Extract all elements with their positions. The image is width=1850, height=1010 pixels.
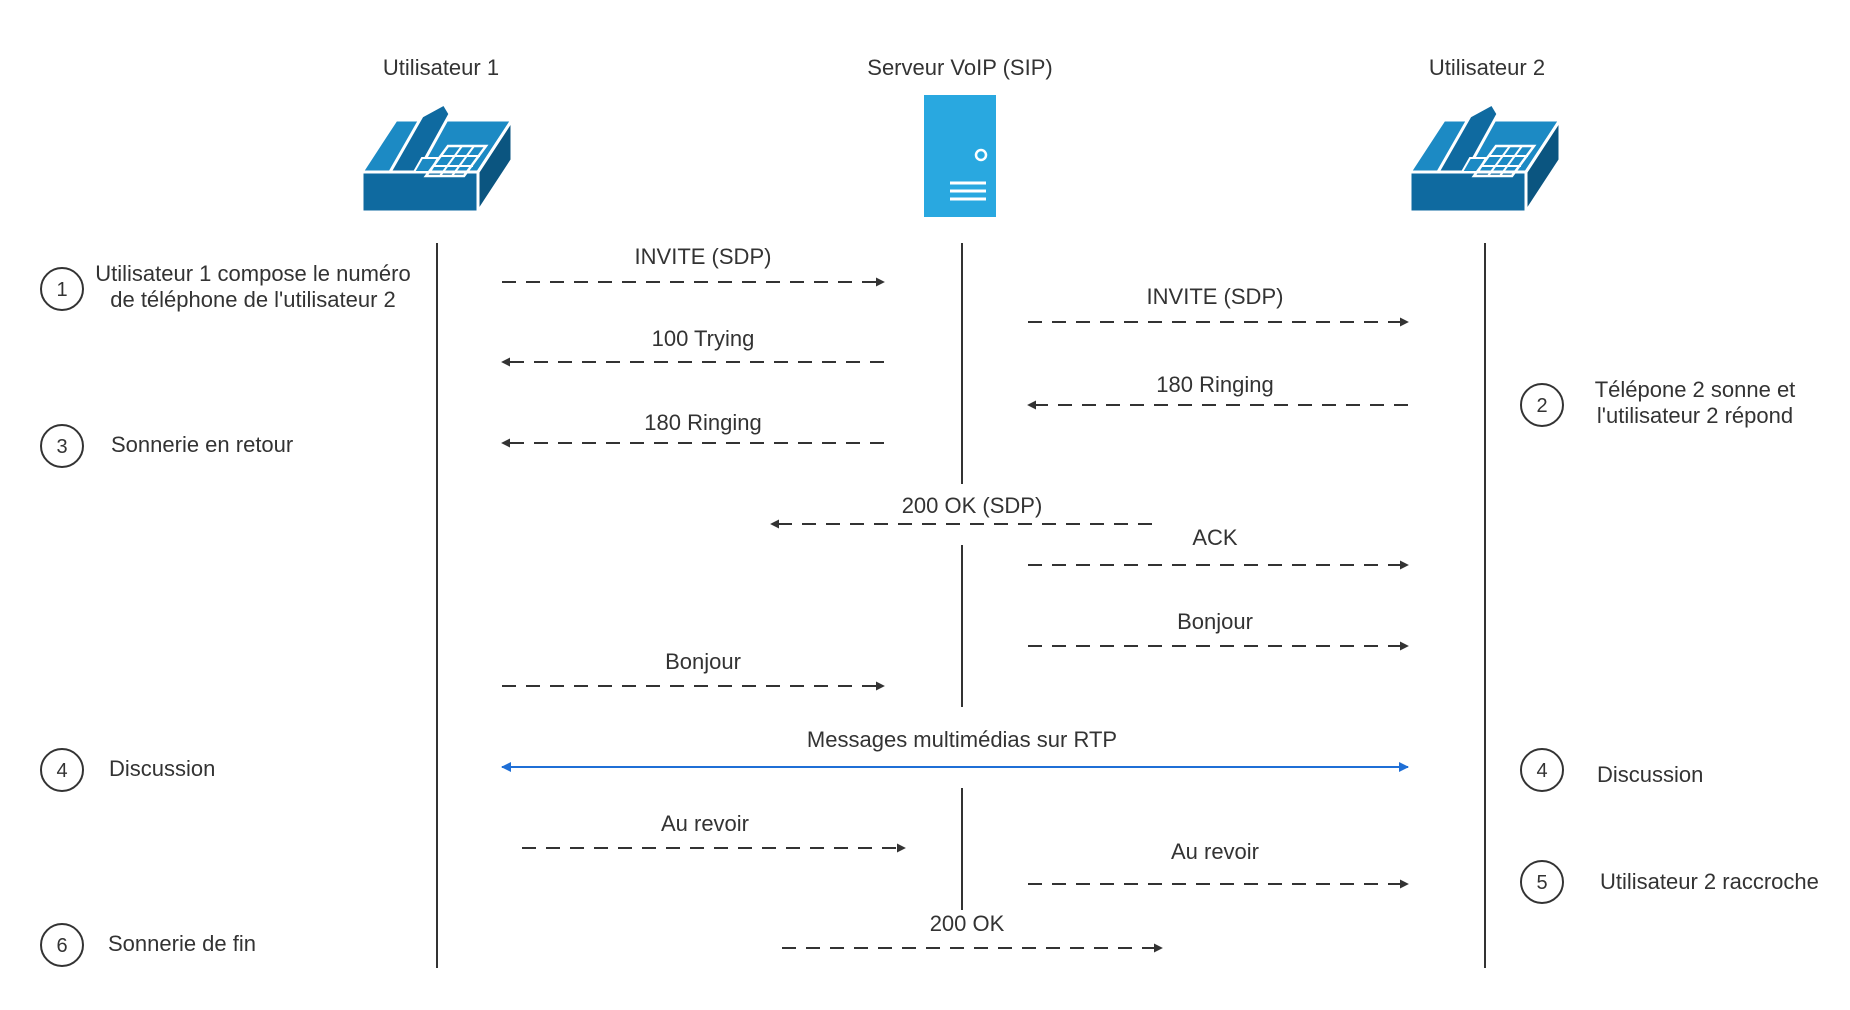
step-note-6: 6 Sonnerie de fin [40,923,256,967]
message-label-rtp: Messages multimédias sur RTP [807,727,1117,752]
message-label-200-ok-sdp: 200 OK (SDP) [902,493,1043,518]
step-note-text: Utilisateur 2 raccroche [1600,869,1819,894]
message-label-180-ringing: 180 Ringing [1156,372,1273,397]
step-note-2: 2 Télépone 2 sonne et l'utilisateur 2 ré… [1520,377,1796,428]
step-note-text: de téléphone de l'utilisateur 2 [110,287,396,312]
message-label-100-trying: 100 Trying [652,326,755,351]
step-number: 1 [56,279,67,301]
step-number: 5 [1536,872,1547,894]
message-label-ack: ACK [1192,525,1238,550]
step-note-text: Discussion [109,756,215,781]
message-label-180-ringing: 180 Ringing [644,410,761,435]
server-icon [924,95,996,217]
message-label-200-ok: 200 OK [930,911,1005,936]
step-note-text: Discussion [1597,762,1703,787]
step-note-text: l'utilisateur 2 répond [1597,403,1793,428]
message-label-bonjour: Bonjour [1177,609,1253,634]
step-note-text: Sonnerie en retour [111,432,293,457]
desk-phone-icon [359,101,515,218]
actor-label-utilisateur-1: Utilisateur 1 [383,55,499,80]
actor-label-utilisateur-2: Utilisateur 2 [1429,55,1545,80]
step-note-text: Sonnerie de fin [108,931,256,956]
step-number: 4 [56,760,67,782]
step-note-4: 4 Discussion [40,748,215,792]
message-label-invite: INVITE (SDP) [1147,284,1284,309]
message-label-au-revoir: Au revoir [1171,839,1259,864]
step-number: 2 [1536,395,1547,417]
actor-label-serveur-voip: Serveur VoIP (SIP) [867,55,1052,80]
message-label-au-revoir: Au revoir [661,811,749,836]
step-number: 4 [1536,760,1547,782]
message-label-invite: INVITE (SDP) [635,244,772,269]
step-note-text: Utilisateur 1 compose le numéro [95,261,410,286]
step-number: 6 [56,935,67,957]
desk-phone-icon [1407,101,1563,218]
message-label-bonjour: Bonjour [665,649,741,674]
step-note-3: 3 Sonnerie en retour [40,424,293,468]
step-number: 3 [56,436,67,458]
step-note-5: 5 Utilisateur 2 raccroche [1520,860,1819,904]
step-note-text: Télépone 2 sonne et [1595,377,1796,402]
step-note-1: 1 Utilisateur 1 compose le numéro de tél… [40,261,411,312]
step-note-4: 4 Discussion [1520,748,1703,792]
